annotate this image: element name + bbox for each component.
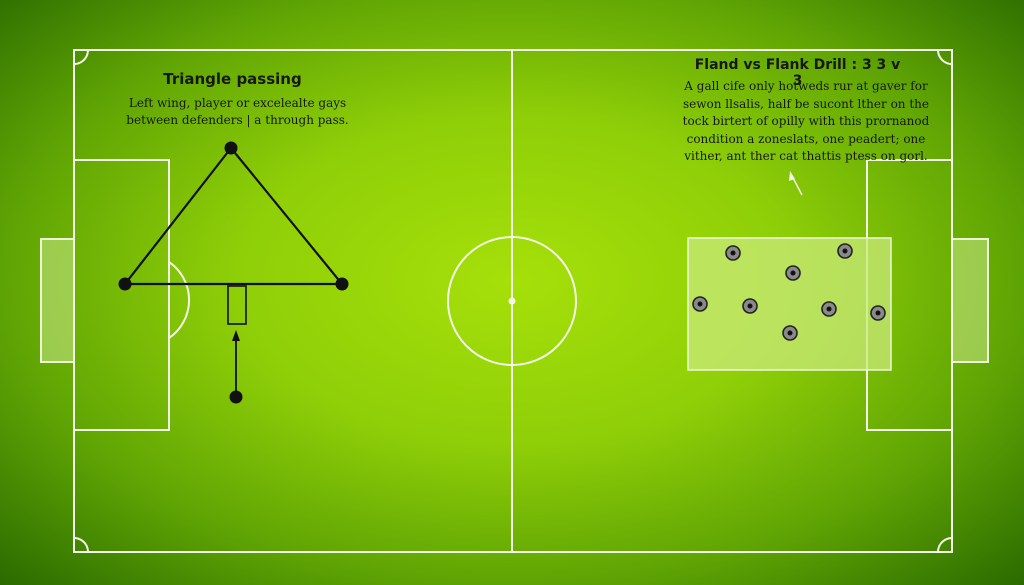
- zone-player: [837, 243, 853, 259]
- zone-player: [725, 245, 741, 261]
- right-drill-description-line: tock birtert of opilly with this prornan…: [682, 114, 930, 128]
- right-drill-description-line: A gall cife only hotweds rur at gaver fo…: [684, 79, 928, 93]
- zone-pointer-arrowhead: [789, 171, 795, 181]
- corner-arc-top-left: [73, 49, 89, 65]
- training-zone: [687, 237, 892, 371]
- through-pass-arrowhead: [232, 330, 240, 341]
- right-drill-description-line: sewon llsalis, half be sucont lther on t…: [683, 96, 929, 111]
- corner-arc-bottom-right: [937, 537, 953, 553]
- left-penalty-arc: [168, 261, 191, 339]
- zone-player: [692, 296, 708, 312]
- left-drill-description: Left wing, player or excelealte gays bet…: [120, 95, 355, 129]
- left-drill-title: Triangle passing: [163, 70, 302, 88]
- passer-player: [229, 390, 243, 404]
- player-top: [224, 141, 238, 155]
- zone-player: [782, 325, 798, 341]
- center-spot: [508, 297, 516, 305]
- right-goal: [951, 238, 989, 363]
- zone-player: [870, 305, 886, 321]
- left-drill-description-line: between defenders | a through pass.: [126, 113, 349, 127]
- defender-marker-box: [227, 285, 247, 325]
- left-goal: [40, 238, 75, 363]
- zone-player: [821, 301, 837, 317]
- center-circle: [447, 236, 577, 366]
- zone-player: [742, 298, 758, 314]
- right-drill-description-line: vither, ant ther cat thattis ptess on go…: [684, 149, 928, 163]
- right-drill-description-line: condition a zoneslats, one peadert; one: [686, 131, 926, 146]
- right-drill-title: Fland vs Flank Drill : 3 3 v 3: [694, 57, 901, 89]
- zone-player: [785, 265, 801, 281]
- right-drill-description: A gall cife only hotweds rur at gaver fo…: [676, 78, 936, 166]
- player-right: [335, 277, 349, 291]
- left-drill-description-line: Left wing, player or excelealte gays: [128, 96, 347, 110]
- triangle-passing-lines: [122, 146, 345, 286]
- player-left: [118, 277, 132, 291]
- corner-arc-top-right: [937, 49, 953, 65]
- corner-arc-bottom-left: [73, 537, 89, 553]
- left-penalty-area: [73, 159, 170, 431]
